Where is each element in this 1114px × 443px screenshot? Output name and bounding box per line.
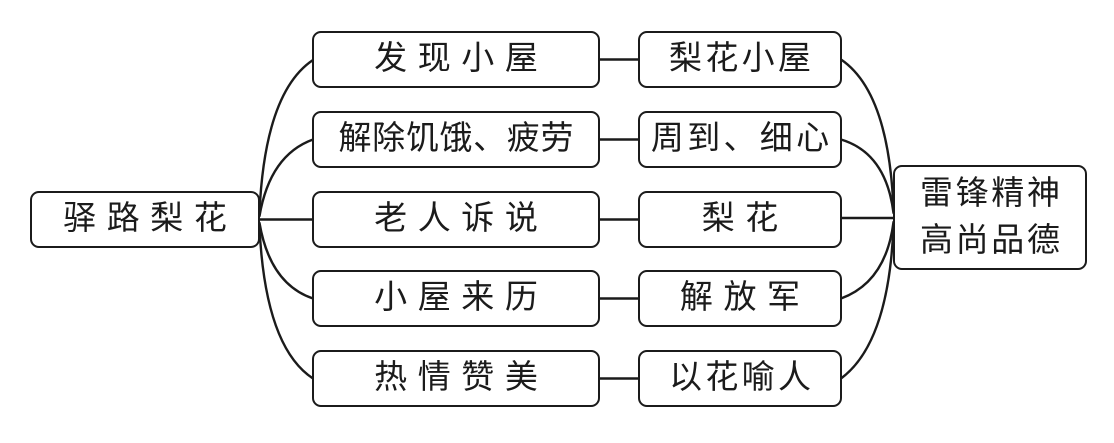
connector-root-event-1 [258,138,315,218]
root-node-label: 驿路梨花 [63,201,238,237]
detail-node-label: 梨花小屋 [669,41,815,77]
connector-detail-conclusion-0 [839,58,895,212]
connector-root-event-4 [258,225,315,380]
detail-node-liberation-army: 解放军 [638,270,842,327]
event-node-warm-praise: 热情赞美 [312,350,600,407]
event-node-label: 小屋来历 [374,280,549,316]
connector-detail-conclusion-3 [839,220,895,300]
conclusion-line-1: 雷锋精神 [920,175,1063,212]
event-node-discover-hut: 发现小屋 [312,31,600,88]
event-node-hut-origin: 小屋来历 [312,270,600,327]
event-node-label: 发现小屋 [374,41,549,77]
conclusion-node: 雷锋精神 高尚品德 [893,165,1087,270]
event-node-relieve-hunger-fatigue: 解除饥饿、疲劳 [312,111,600,168]
event-node-label: 解除饥饿、疲劳 [338,121,575,157]
detail-node-label: 梨花 [701,201,789,237]
detail-node-pear-blossom-hut: 梨花小屋 [638,31,842,88]
connector-root-event-3 [258,221,315,300]
event-node-label: 老人诉说 [374,201,549,237]
detail-node-label: 周到、细心 [650,121,833,157]
root-node: 驿路梨花 [30,191,260,248]
detail-node-pear-blossom: 梨花 [638,191,842,248]
event-node-old-man-tells: 老人诉说 [312,191,600,248]
detail-node-thoughtful-careful: 周到、细心 [638,111,842,168]
conclusion-line-2: 高尚品德 [920,222,1063,259]
detail-node-label: 以花喻人 [669,360,815,396]
event-node-label: 热情赞美 [374,360,549,396]
detail-node-label: 解放军 [679,280,811,316]
detail-node-flower-as-metaphor: 以花喻人 [638,350,842,407]
connector-detail-conclusion-1 [839,138,895,215]
connector-root-event-0 [258,58,315,214]
connector-detail-conclusion-4 [839,223,895,380]
